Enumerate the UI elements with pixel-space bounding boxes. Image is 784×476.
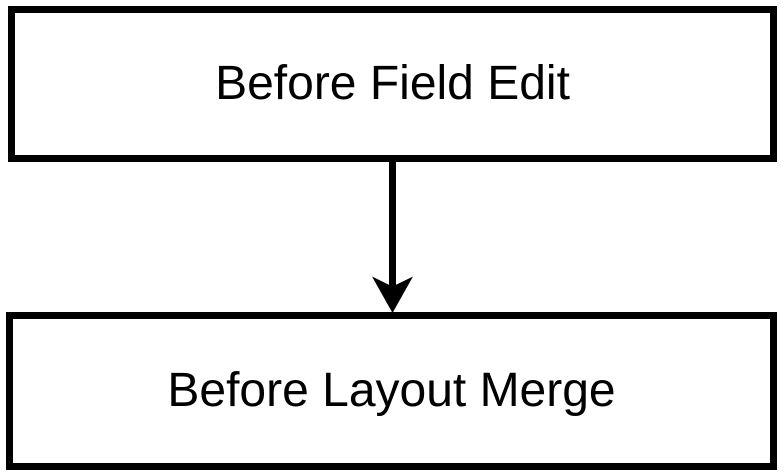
- arrow-down-icon: [372, 159, 413, 313]
- node-before-field-edit-label: Before Field Edit: [215, 57, 570, 110]
- node-before-layout-merge-label: Before Layout Merge: [167, 364, 616, 417]
- node-before-layout-merge: Before Layout Merge: [6, 312, 777, 470]
- node-before-field-edit: Before Field Edit: [8, 6, 777, 162]
